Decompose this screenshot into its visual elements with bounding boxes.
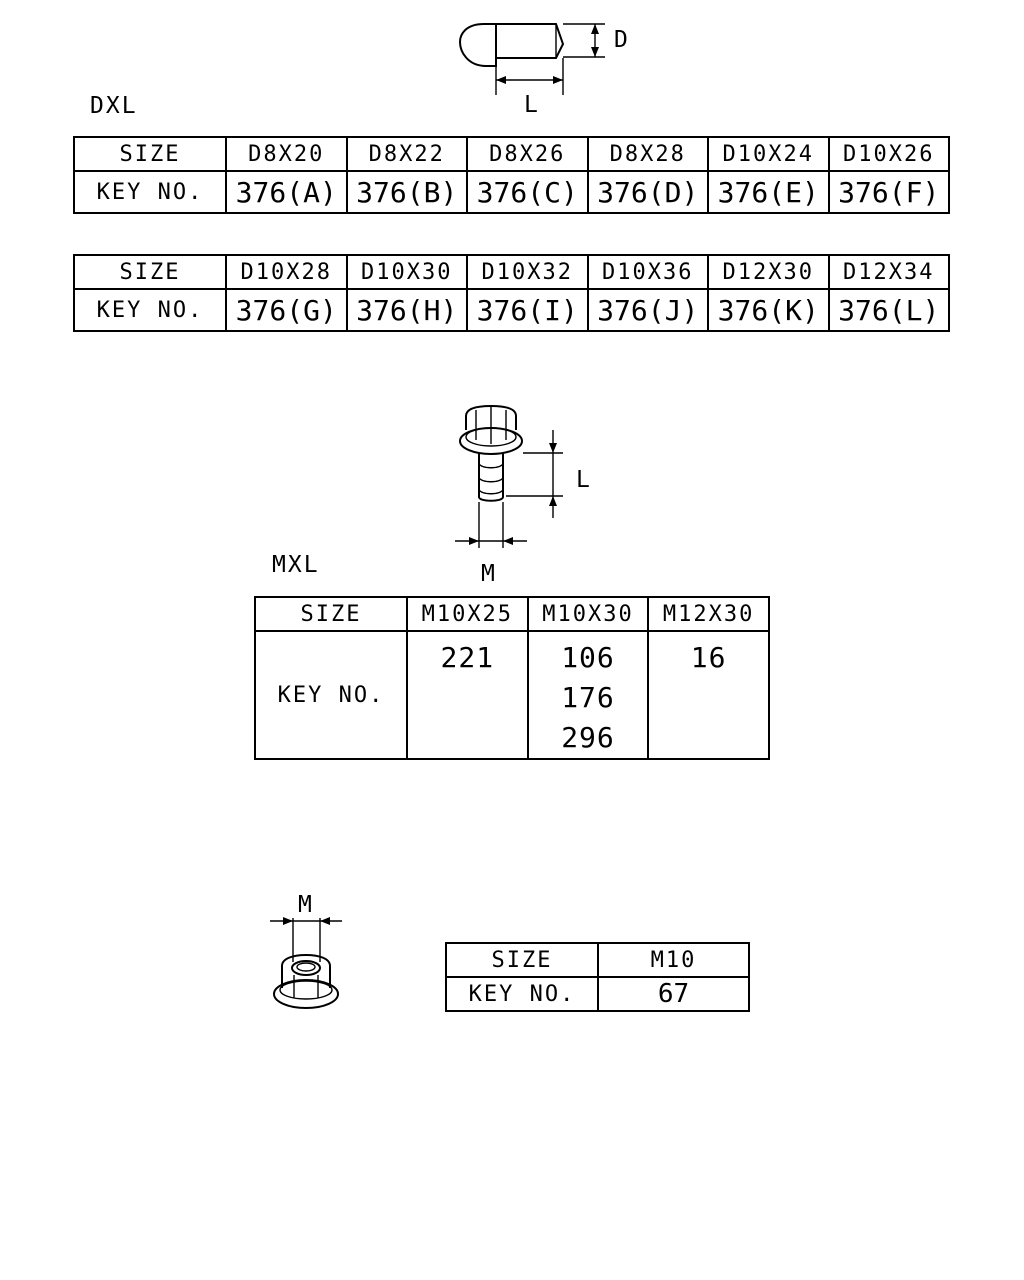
size-cell: D12X34 [827,254,950,290]
row-label-key-no: KEY NO. [445,976,599,1012]
bolt-dim-l-label: L [576,467,592,493]
key-number-cell: 106 176 296 [526,630,650,760]
key-number-cell: 376(A) [225,170,348,214]
size-cell: D10X24 [707,136,830,172]
size-cell: D10X32 [466,254,589,290]
bolt-shank [478,453,504,502]
rivet-shank [496,23,565,59]
table-row: KEY NO. 376(G) 376(H) 376(I) 376(J) 376(… [73,288,950,332]
table-row: SIZE M10X25 M10X30 M12X30 [254,596,770,632]
row-label-key-no: KEY NO. [254,630,408,760]
key-number-cell: 376(E) [707,170,830,214]
table-row: SIZE M10 [445,942,750,978]
bolt-dim-m-label: M [481,561,497,587]
key-number-cell: 376(B) [345,170,468,214]
row-label-key-no: KEY NO. [73,288,227,332]
key-number-cell: 376(H) [345,288,468,332]
nut-dim-m-label: M [298,892,314,918]
key-number-cell: 376(I) [466,288,589,332]
row-label-size: SIZE [254,596,408,632]
bolt-size-table: SIZE M10X25 M10X30 M12X30 KEY NO. 221 10… [254,596,770,760]
size-cell: M10X30 [526,596,650,632]
table-row: SIZE D10X28 D10X30 D10X32 D10X36 D12X30 … [73,254,950,290]
nut-hex-body [281,953,331,988]
size-cell: M10 [597,942,750,978]
size-cell: D8X22 [345,136,468,172]
size-cell: D12X30 [707,254,830,290]
table-row: KEY NO. 67 [445,976,750,1012]
key-number-cell: 16 [647,630,770,760]
key-number: 16 [690,641,727,674]
key-number: 221 [440,641,495,674]
size-cell: M10X25 [406,596,529,632]
size-cell: D10X30 [345,254,468,290]
rivet-caption: DXL [90,93,138,119]
size-cell: D8X26 [466,136,589,172]
rivet-dim-l-label: L [524,92,540,118]
size-cell: D8X20 [225,136,348,172]
key-number-cell: 376(L) [827,288,950,332]
size-cell: D10X26 [827,136,950,172]
key-number-cell: 376(D) [586,170,709,214]
bolt-caption: MXL [272,552,320,578]
key-number-cell: 221 [406,630,529,760]
nut-size-table: SIZE M10 KEY NO. 67 [445,942,750,1012]
flange-bolt-drawing [455,404,563,548]
flange-nut-drawing [270,917,342,1009]
key-number-cell: 376(G) [225,288,348,332]
nut-bore [291,960,321,976]
rivet-drawing [458,23,605,95]
rivet-head [458,23,497,67]
table-row: KEY NO. 376(A) 376(B) 376(C) 376(D) 376(… [73,170,950,214]
rivet-size-table-1: SIZE D8X20 D8X22 D8X26 D8X28 D10X24 D10X… [73,136,950,214]
size-cell: D8X28 [586,136,709,172]
row-label-size: SIZE [445,942,599,978]
rivet-size-table-2: SIZE D10X28 D10X30 D10X32 D10X36 D12X30 … [73,254,950,332]
rivet-dim-d-label: D [614,27,630,53]
size-cell: D10X28 [225,254,348,290]
nut-flange [273,979,339,1009]
key-number-cell: 376(K) [707,288,830,332]
key-number: 296 [561,721,615,754]
key-number-cell: 376(J) [586,288,709,332]
key-number: 176 [561,681,615,714]
row-label-size: SIZE [73,254,227,290]
row-label-size: SIZE [73,136,227,172]
size-cell: D10X36 [586,254,709,290]
size-cell: M12X30 [647,596,770,632]
table-row: KEY NO. 221 106 176 296 16 [254,630,770,760]
key-number-cell: 67 [597,976,750,1012]
key-number: 106 [561,641,615,674]
key-number-cell: 376(C) [466,170,589,214]
key-number-cell: 376(F) [827,170,950,214]
table-row: SIZE D8X20 D8X22 D8X26 D8X28 D10X24 D10X… [73,136,950,172]
row-label-key-no: KEY NO. [73,170,227,214]
